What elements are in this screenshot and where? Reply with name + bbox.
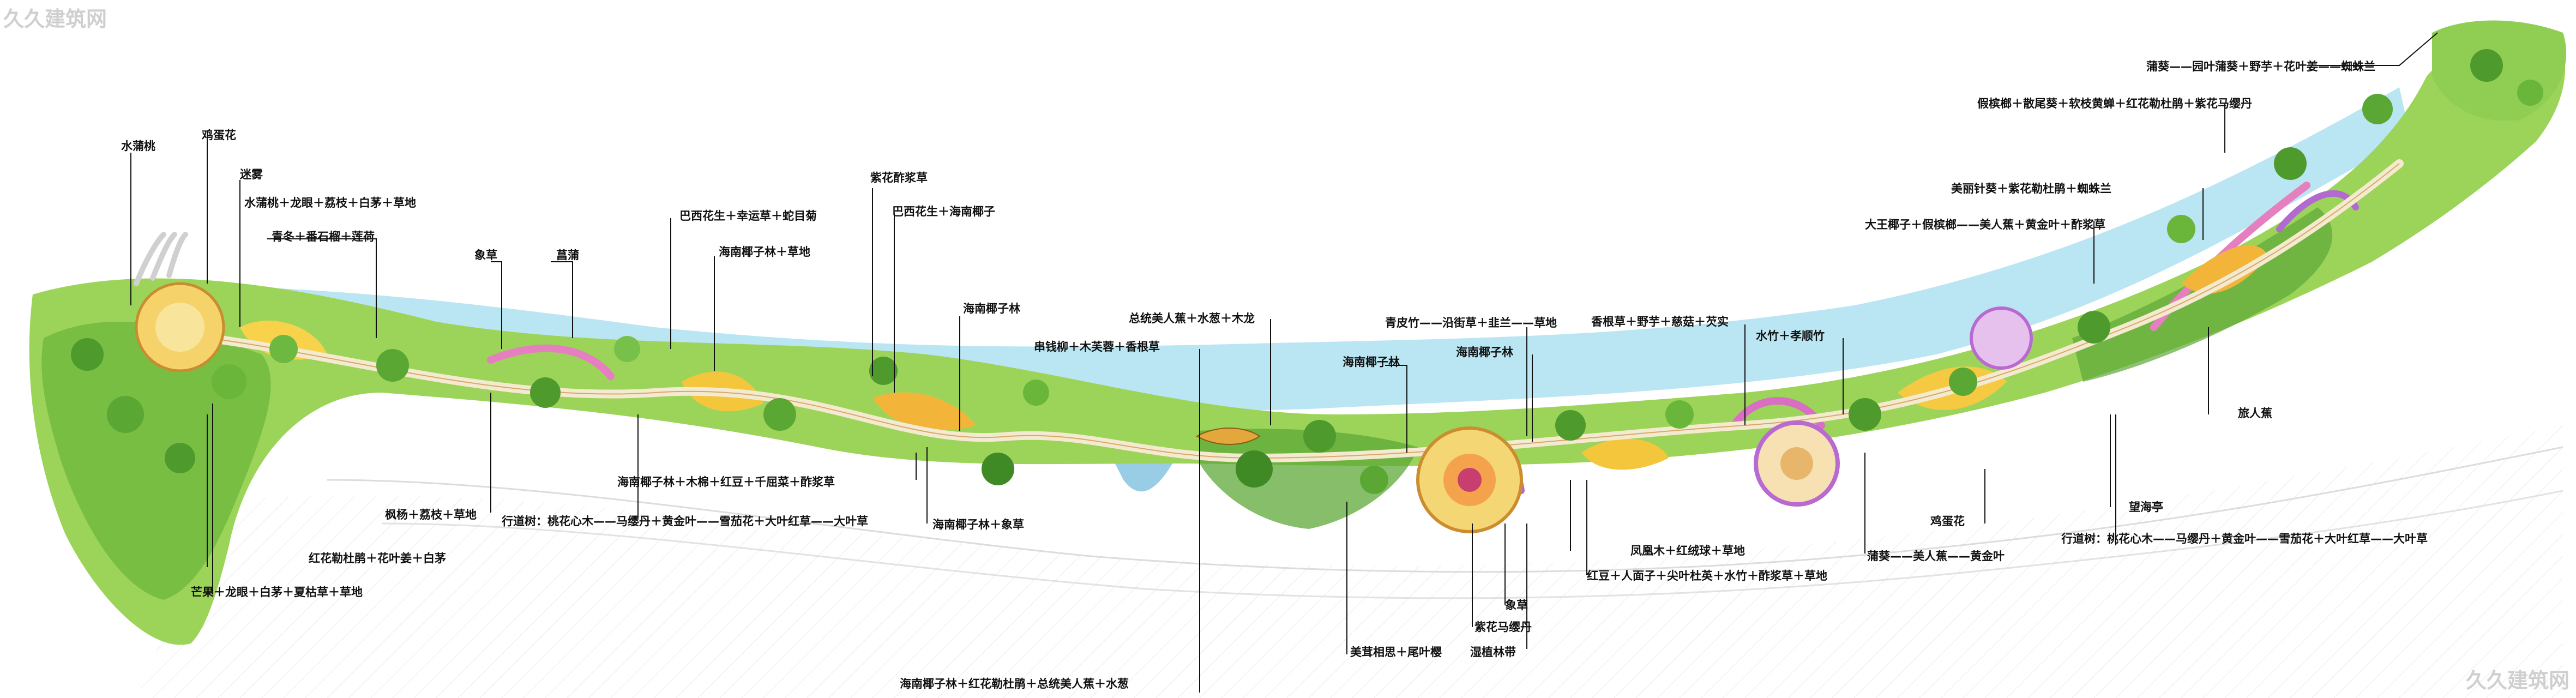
label-ji-dan-hua: 鸡蛋花 bbox=[202, 129, 236, 142]
label-shui-pu-tao: 水蒲桃 bbox=[121, 140, 155, 153]
water-area bbox=[98, 87, 2410, 422]
label-chuan-qian-liu: 串钱柳＋木芙蓉＋香根草 bbox=[1034, 340, 1160, 353]
boat-pavilion bbox=[1195, 428, 1261, 445]
road-line bbox=[327, 446, 2563, 573]
label-zong-tong-mei-ren-jiao: 总统美人蕉＋水葱＋木龙 bbox=[1129, 312, 1255, 325]
circular-plaza-center bbox=[1416, 426, 1523, 533]
label-zi-hua-jiu-jiang-cao: 紫花酢浆草 bbox=[870, 171, 928, 184]
label-wang-hai-ting: 望海亭 bbox=[2129, 501, 2163, 514]
label-shui-pu-tao-long-yan: 水蒲桃＋龙眼＋荔枝＋白茅＋草地 bbox=[244, 196, 416, 209]
watermark-bottom-right: 久久建筑网 bbox=[2465, 669, 2569, 693]
label-hai-nan-ye-zi-cao-di: 海南椰子林＋草地 bbox=[719, 245, 810, 258]
label-hai-nan-ye-zi-lin-2: 海南椰子林 bbox=[1343, 356, 1400, 369]
label-ba-xi-hua-sheng: 巴西花生＋幸运草＋蛇目菊 bbox=[679, 209, 817, 222]
label-shui-zhu: 水竹＋孝顺竹 bbox=[1756, 329, 1825, 342]
label-pu-kui-top: 蒲葵——园叶蒲葵＋野芋＋花叶姜——蜘蛛兰 bbox=[2146, 60, 2375, 73]
label-mi-wu: 迷雾 bbox=[240, 168, 263, 181]
label-lv-ren-jiao: 旅人蕉 bbox=[2238, 407, 2272, 420]
label-shi-zhi-lin-dai: 湿植林带 bbox=[1470, 646, 1516, 659]
label-hai-nan-mu-mian: 海南椰子林＋木棉＋红豆＋千屈菜＋酢浆草 bbox=[617, 476, 835, 489]
circular-plaza-left bbox=[134, 232, 225, 372]
road-area bbox=[136, 425, 2563, 698]
label-hong-hua-le-du-juan: 红花勒杜鹃＋花叶姜＋白茅 bbox=[309, 552, 446, 565]
label-mei-li-zhen-kui: 美丽针葵＋紫花勒杜鹃＋蜘蛛兰 bbox=[1951, 182, 2111, 195]
label-xing-dao-shu-right: 行道树：桃花心木——马缨丹＋黄金叶——雪茄花＋大叶红草——大叶草 bbox=[2061, 532, 2428, 545]
label-xiang-gen-cao: 香根草＋野芋＋慈菇＋芡实 bbox=[1591, 315, 1729, 328]
label-hai-nan-ye-zi-lin-1: 海南椰子林 bbox=[963, 302, 1020, 315]
road-line bbox=[381, 490, 2563, 599]
planting-bed bbox=[1581, 438, 1669, 470]
label-feng-yang: 枫杨＋荔枝＋草地 bbox=[385, 508, 477, 521]
label-xiang-cao-2: 象草 bbox=[1505, 599, 1528, 612]
label-chang-pu: 菖蒲 bbox=[556, 249, 579, 262]
label-feng-huang-mu: 凤凰木＋红绒球＋草地 bbox=[1630, 544, 1745, 557]
label-mang-guo: 芒果＋龙眼＋白茅＋夏枯草＋草地 bbox=[191, 586, 363, 599]
planting-bed bbox=[872, 392, 976, 431]
label-hai-nan-xiang-cao: 海南椰子林＋象草 bbox=[932, 518, 1024, 531]
label-zi-hua-ma-ying-dan: 紫花马缨丹 bbox=[1474, 621, 1532, 634]
label-hai-nan-ye-zi-lin-3: 海南椰子林 bbox=[1456, 346, 1513, 359]
label-xing-dao-shu-left: 行道树：桃花心木——马缨丹＋黄金叶——雪茄花＋大叶红草——大叶草 bbox=[502, 515, 868, 528]
label-xiang-cao: 象草 bbox=[474, 249, 497, 262]
label-mei-rong-xiang-si: 美茸相思＋尾叶樱 bbox=[1350, 646, 1442, 659]
circular-plaza-right bbox=[1754, 306, 2033, 507]
label-ba-xi-hua-sheng-hai-nan: 巴西花生＋海南椰子 bbox=[892, 205, 995, 218]
label-qing-pi-zhu: 青皮竹——沿街草＋韭兰——草地 bbox=[1385, 316, 1557, 329]
park-green-band bbox=[29, 31, 2566, 645]
park-dark-green bbox=[41, 321, 271, 600]
flower-border bbox=[487, 344, 615, 380]
label-hong-dou-ren-mian-zi: 红豆＋人面子＋尖叶杜英＋水竹＋酢浆草＋草地 bbox=[1587, 569, 1827, 582]
planting-bed bbox=[2181, 245, 2268, 294]
path bbox=[163, 163, 2400, 459]
label-da-wang-ye-zi: 大王椰子＋假槟榔——美人蕉＋黄金叶＋酢浆草 bbox=[1865, 218, 2105, 231]
watermark-top-left: 久久建筑网 bbox=[3, 7, 107, 31]
tree-canopies bbox=[71, 49, 2543, 494]
label-qing-dong: 青冬＋番石榴＋莲荷 bbox=[272, 230, 375, 243]
label-pu-kui-mei-ren-jiao: 蒲葵——美人蕉——黄金叶 bbox=[1867, 550, 2005, 563]
label-hai-nan-hong-hua: 海南椰子林＋红花勒杜鹃＋总统美人蕉＋水葱 bbox=[900, 677, 1129, 690]
label-ji-dan-hua-2: 鸡蛋花 bbox=[1930, 515, 1965, 528]
label-jia-bin-lang: 假槟榔＋散尾葵＋软枝黄蝉＋红花勒杜鹃＋紫花马缨丹 bbox=[1977, 97, 2252, 110]
leader-lines bbox=[130, 32, 2438, 693]
